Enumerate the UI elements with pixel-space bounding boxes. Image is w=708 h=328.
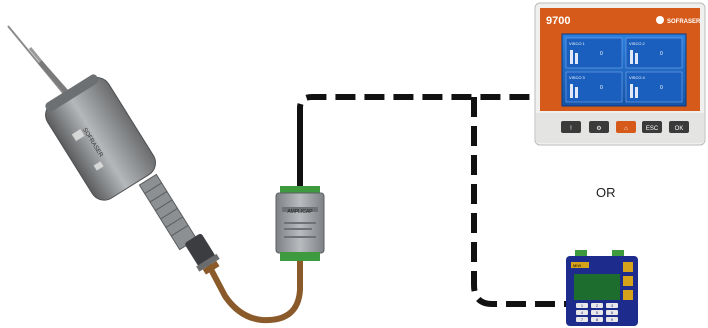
panel-key[interactable]: ⚙ bbox=[589, 121, 609, 133]
brown-cable bbox=[202, 256, 303, 324]
small-controller: MIVI 1 2 3 4 5 6 7 8 9 bbox=[566, 250, 638, 326]
panel-key-label: ESC bbox=[646, 126, 659, 132]
controller-key[interactable]: 2 bbox=[591, 303, 603, 308]
tile-name: VISCO 3 bbox=[569, 75, 586, 80]
tile-name: VISCO 1 bbox=[569, 41, 586, 46]
panel-key[interactable]: ! bbox=[561, 121, 581, 133]
controller-key-label: 3 bbox=[611, 303, 614, 308]
controller-key-label: 4 bbox=[581, 310, 584, 315]
tile-name: VISCO 2 bbox=[629, 41, 646, 46]
controller-key-label: 8 bbox=[596, 317, 599, 322]
controller-key[interactable]: 9 bbox=[606, 317, 618, 322]
or-label: OR bbox=[596, 185, 616, 200]
signal-converter: AMPLICAP bbox=[275, 186, 325, 261]
controller-key-label: 2 bbox=[596, 303, 599, 308]
controller-key[interactable]: 8 bbox=[591, 317, 603, 322]
tile-value: 0 bbox=[660, 51, 663, 57]
controller-key-label: 9 bbox=[611, 317, 614, 322]
panel-key-label: ⌂ bbox=[624, 126, 628, 132]
controller-label: MIVI bbox=[573, 263, 581, 268]
controller-key-label: 6 bbox=[611, 310, 614, 315]
controller-key[interactable]: 5 bbox=[591, 310, 603, 315]
brand-logo-icon bbox=[656, 16, 664, 24]
panel-key-label: OK bbox=[675, 126, 684, 132]
screen-tile: VISCO 4 0 bbox=[625, 71, 683, 103]
viscometer-probe: SOFRASER bbox=[7, 25, 220, 275]
screen-tile: VISCO 1 0 bbox=[565, 37, 623, 69]
panel-key[interactable]: OK bbox=[669, 121, 689, 133]
screen-tile: VISCO 3 0 bbox=[565, 71, 623, 103]
controller-key[interactable]: 4 bbox=[576, 310, 588, 315]
tile-value: 0 bbox=[660, 85, 663, 91]
panel-key-label: ! bbox=[570, 126, 572, 132]
controller-key[interactable]: 1 bbox=[576, 303, 588, 308]
panel-key[interactable]: ⌂ bbox=[616, 121, 636, 133]
panel-key-label: ⚙ bbox=[596, 125, 601, 132]
converter-label: AMPLICAP bbox=[287, 209, 313, 215]
tile-value: 0 bbox=[600, 85, 603, 91]
controller-key[interactable]: 7 bbox=[576, 317, 588, 322]
tile-value: 0 bbox=[600, 51, 603, 57]
controller-key-label: 1 bbox=[581, 303, 584, 308]
panel-brand: SOFRASER bbox=[667, 19, 701, 25]
controller-key-label: 7 bbox=[581, 317, 584, 322]
tile-name: VISCO 4 bbox=[629, 75, 646, 80]
dashed-cable bbox=[297, 94, 570, 307]
panel-key[interactable]: ESC bbox=[642, 121, 662, 133]
controller-key-label: 5 bbox=[596, 310, 599, 315]
screen-tile: VISCO 2 0 bbox=[625, 37, 683, 69]
controller-key[interactable]: 3 bbox=[606, 303, 618, 308]
panel-title: 9700 bbox=[546, 15, 570, 27]
controller-key[interactable]: 6 bbox=[606, 310, 618, 315]
